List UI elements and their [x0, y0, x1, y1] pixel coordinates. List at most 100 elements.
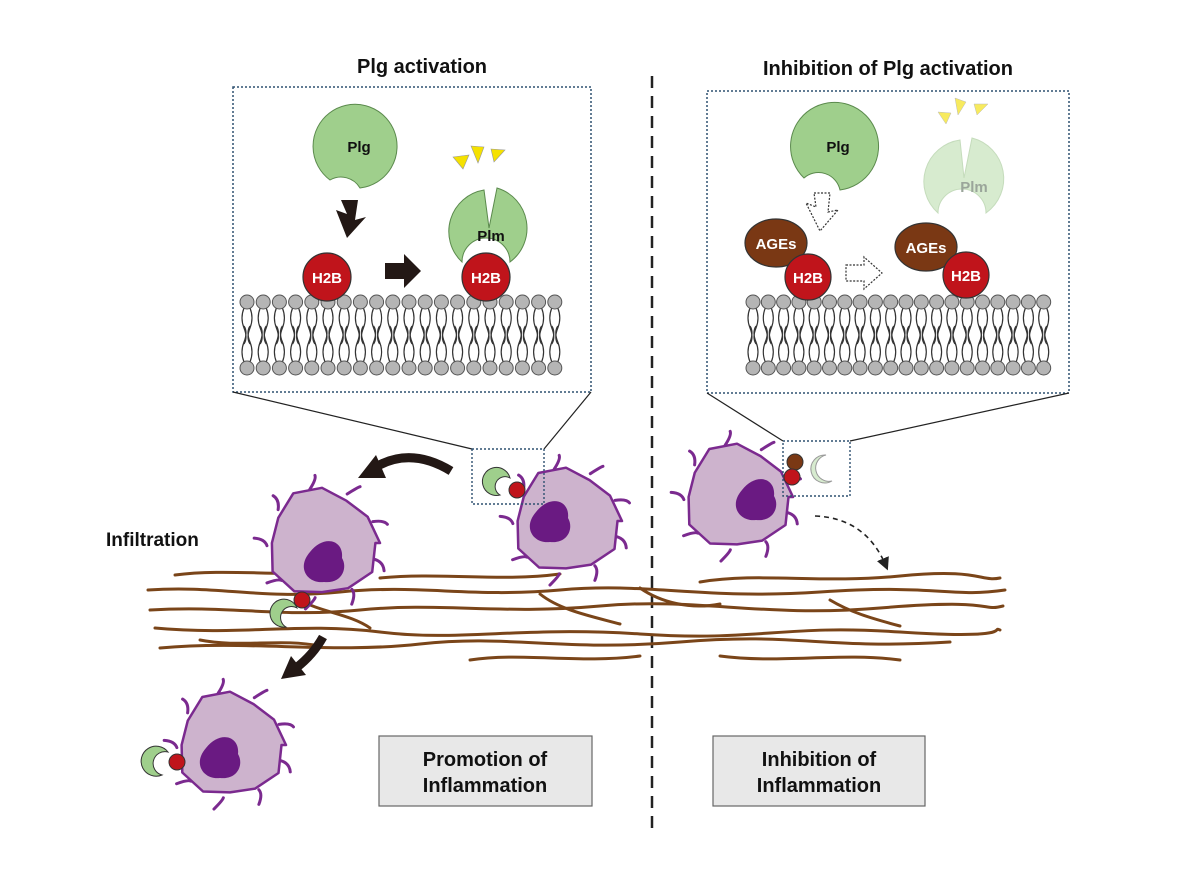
- lipid-tail: [1013, 325, 1019, 363]
- lipid-tail: [976, 325, 983, 363]
- lipid-tail: [419, 307, 425, 345]
- collagen-fiber: [158, 637, 952, 650]
- lipid-tail: [533, 307, 539, 345]
- collagen-fiber: [378, 572, 562, 580]
- lipid-tail: [839, 307, 845, 345]
- cell-protrusion: [181, 697, 190, 715]
- plg-h2b-complex-bottom: [140, 745, 186, 777]
- lipid-tail: [778, 307, 784, 345]
- lipid-tail: [823, 307, 830, 345]
- lipid-tail: [992, 325, 998, 363]
- lipid-tail: [533, 325, 539, 363]
- lipid-tail: [885, 307, 891, 345]
- lipid-tail: [458, 325, 464, 363]
- plm-protein: Plm: [448, 145, 528, 264]
- lipid-tail: [937, 307, 943, 345]
- lipid-head: [975, 360, 990, 376]
- lipid-head: [239, 294, 255, 310]
- lipid-tail: [409, 307, 415, 345]
- lipid-tail: [891, 307, 897, 345]
- cell-protrusion: [669, 490, 686, 502]
- lipid-head: [929, 294, 945, 310]
- lipid-tail: [441, 325, 447, 363]
- lipid-head: [385, 360, 401, 376]
- lipid-head: [1020, 360, 1036, 376]
- lipid-tail: [247, 307, 253, 345]
- right-panel-title: Inhibition of Plg activation: [763, 58, 1013, 80]
- lipid-head: [867, 360, 883, 376]
- lipid-tail: [854, 325, 860, 363]
- lipid-head: [913, 360, 929, 376]
- lipid-tail: [241, 325, 247, 363]
- lipid-tail: [435, 307, 441, 345]
- lipid-tail: [506, 325, 512, 363]
- extracellular-matrix-fibers: [146, 568, 1007, 662]
- lipid-tail: [992, 307, 998, 345]
- lipid-tail: [1044, 325, 1050, 363]
- lipid-head: [433, 294, 449, 310]
- cell-protrusion: [786, 511, 799, 526]
- cell-protrusion: [257, 788, 263, 806]
- lipid-tail: [753, 325, 759, 363]
- lipid-tail: [915, 325, 921, 363]
- lipid-tail: [360, 325, 366, 363]
- lipid-head: [352, 360, 368, 376]
- lipid-tail: [998, 325, 1004, 363]
- lipid-head: [791, 360, 807, 376]
- lipid-head: [271, 360, 287, 376]
- lipid-tail: [290, 307, 296, 345]
- collagen-fiber: [146, 586, 1007, 596]
- lipid-tail: [435, 325, 441, 363]
- lipid-tail: [799, 307, 805, 345]
- lipid-tail: [474, 307, 480, 345]
- svg-text:H2B: H2B: [312, 270, 342, 287]
- lipid-tail: [1007, 325, 1013, 363]
- lipid-head: [837, 360, 853, 376]
- lipid-tail: [549, 325, 555, 363]
- lipid-head: [433, 360, 449, 376]
- zoom-connectors: [232, 391, 1070, 450]
- lipid-tail: [1038, 307, 1044, 345]
- lipid-tail: [312, 325, 318, 363]
- lipid-tail: [500, 325, 506, 363]
- cell-protrusion: [498, 514, 515, 526]
- cell-nucleus: [303, 541, 345, 583]
- cell-protrusion: [303, 596, 317, 611]
- lipid-tail: [921, 307, 927, 345]
- neutrophil-cell-bottom: [162, 677, 295, 811]
- lipid-tail: [931, 307, 937, 345]
- cell-protrusion: [552, 453, 561, 471]
- lipid-tail: [869, 307, 875, 345]
- plg-protein-right: Plg: [790, 101, 879, 191]
- cell-protrusion: [265, 578, 284, 585]
- lipid-tail: [1022, 325, 1028, 363]
- cell-body: [270, 486, 382, 594]
- lipid-tail: [247, 325, 253, 363]
- lipid-tail: [506, 307, 512, 345]
- lipid-tail: [549, 307, 555, 345]
- lipid-head: [913, 294, 929, 310]
- lipid-head: [898, 360, 914, 376]
- lipid-head: [837, 294, 853, 310]
- h2b-protein-left: H2B: [302, 252, 352, 302]
- lipid-tail: [263, 307, 269, 345]
- lipid-head: [255, 360, 271, 376]
- lipid-head: [898, 294, 914, 310]
- cell-protrusion: [588, 464, 605, 476]
- lipid-head: [498, 360, 514, 376]
- lipid-tail: [322, 325, 328, 363]
- lipid-head: [466, 360, 482, 376]
- svg-text:Inflammation: Inflammation: [423, 775, 547, 797]
- lipid-head: [822, 360, 837, 376]
- lipid-head: [1020, 294, 1036, 310]
- left-membrane: [239, 294, 563, 376]
- lipid-head: [450, 294, 466, 310]
- lipid-tail: [946, 325, 952, 363]
- lipid-tail: [875, 325, 881, 363]
- lipid-tail: [344, 325, 350, 363]
- svg-text:Inflammation: Inflammation: [757, 775, 881, 797]
- lipid-head: [760, 294, 776, 310]
- lipid-tail: [860, 325, 866, 363]
- lipid-tail: [474, 325, 480, 363]
- lipid-head: [417, 294, 433, 310]
